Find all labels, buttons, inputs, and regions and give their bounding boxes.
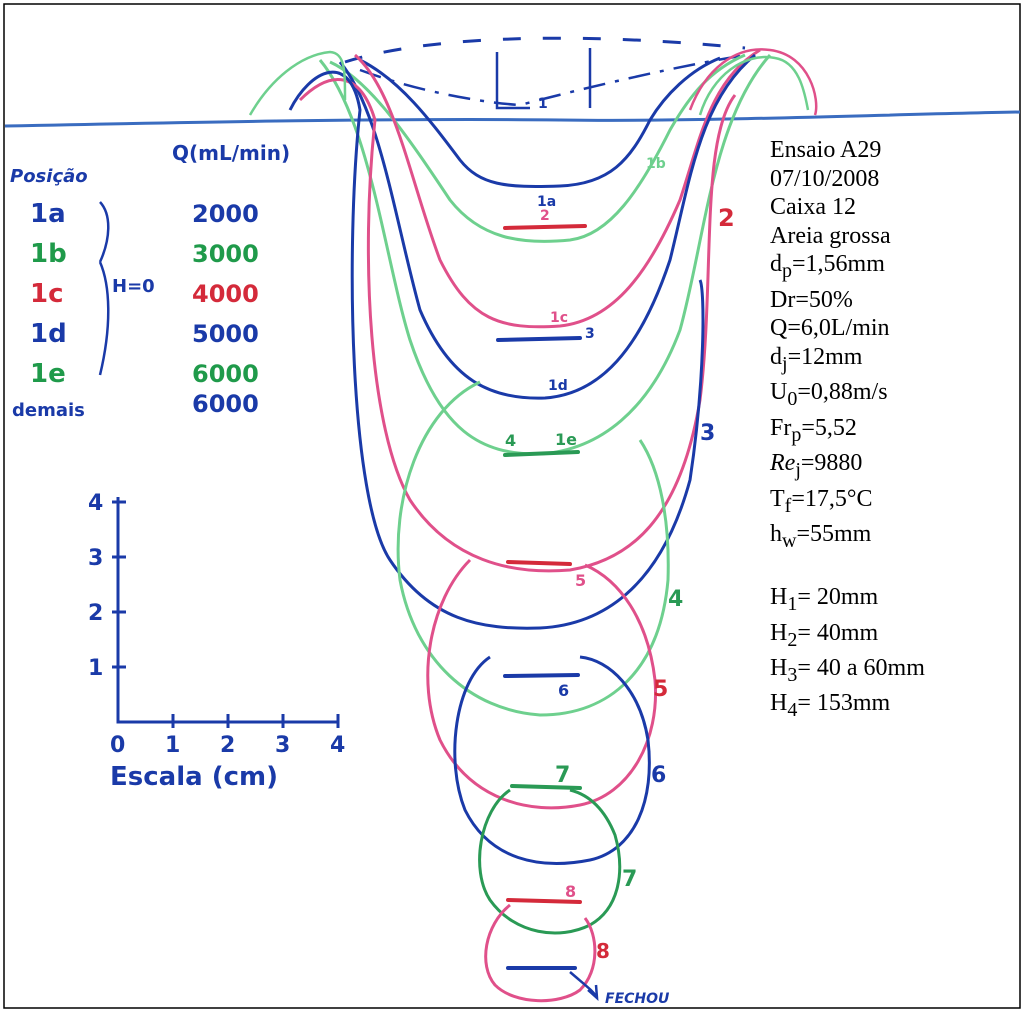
profile-outer-right-1 [688,48,818,116]
legend-position-1b: 1b [30,239,67,269]
info-rej: Rej=9880 [770,450,863,481]
label-2: 2 [540,208,550,224]
legend-header-q: Q(mL/min) [172,141,290,165]
legend-flow-1e: 6000 [192,360,259,388]
profile-1e [318,54,772,456]
mound-inner-dashed [359,54,741,107]
legend-position-1c: 1c [30,279,64,309]
info-material: Areia grossa [770,222,891,249]
end-arrow-head [587,984,599,1001]
info-tf: Tf=17,5°C [770,485,873,517]
label-1b: 1b [646,156,666,172]
scale-x-label: 3 [275,733,290,758]
label-1e: 1e [555,430,577,449]
mound-marks [495,48,592,110]
profile-4 [396,380,670,717]
label-2-right: 2 [718,204,735,232]
info-h4: H4= 153mm [770,690,891,722]
scale-bar: 1 2 3 4 0 1 2 3 4 Escala (cm) [88,491,345,792]
test-info: Ensaio A29 07/10/2008 Caixa 12 Areia gro… [770,136,1020,725]
bottom-marks [496,224,587,970]
profile-1b [329,53,746,243]
legend: Posição Q(mL/min) H=0 1a 2000 1b 3000 1c 4000… [10,141,290,421]
scale-axes [116,497,338,724]
legend-rows: 1a 2000 1b 3000 1c 4000 1d 5000 1e 6000 demais 6000 [12,199,259,421]
legend-flow-demais: 6000 [192,390,259,418]
scale-y-label: 2 [88,601,103,626]
info-gap [770,555,1020,583]
profile-8 [484,903,597,1003]
info-h1: H1= 20mm [770,584,879,616]
label-top-1: 1 [538,96,548,112]
mound-top-dashed [344,36,746,64]
legend-position-demais: demais [12,400,85,421]
info-u0: U0=0,88m/s [770,379,888,411]
info-test: Ensaio A29 [770,137,882,163]
label-4: 4 [505,431,516,450]
info-frp: Frp=5,52 [770,414,857,446]
curve-labels: 1a 1b 1c 1d 1e 2 2 3 3 4 4 5 5 6 6 7 7 8… [505,96,735,1007]
label-1a: 1a [537,194,556,210]
label-3-right: 3 [700,421,715,446]
page-border [3,3,1021,1009]
legend-flow-1c: 4000 [192,280,259,308]
info-h3: H3= 40 a 60mm [770,655,925,686]
info-dj: dj=12mm [770,343,863,375]
label-6: 6 [558,681,569,700]
label-7: 7 [555,763,570,788]
scale-x-label: 1 [165,733,180,758]
info-h2: H2= 40mm [770,619,879,651]
profile-2 [298,78,737,573]
profile-outer-right-2 [698,55,810,116]
label-4-right: 4 [668,587,683,612]
profile-1a [359,56,721,188]
legend-flow-1d: 5000 [192,320,259,348]
scale-y-label: 1 [88,656,103,681]
label-fechou: FECHOU [605,991,670,1007]
legend-position-1a: 1a [30,199,66,229]
profile-3 [288,70,705,630]
label-5-right: 5 [653,677,668,702]
info-hw: hw=55mm [770,520,872,552]
scale-x-label: 0 [110,733,125,758]
info-dp: dp=1,56mm [770,251,885,283]
scale-y-label: 3 [88,546,103,571]
profile-outer-left [248,50,347,116]
scale-y-label: 4 [88,491,103,516]
legend-brace [98,201,110,376]
legend-flow-1b: 3000 [192,240,259,268]
label-7-right: 7 [622,867,637,892]
scale-x-label: 2 [220,733,235,758]
label-3: 3 [585,326,595,342]
legend-h0: H=0 [112,276,155,297]
legend-flow-1a: 2000 [192,200,259,228]
profile-7 [478,788,622,935]
profile-5 [426,558,658,810]
profile-1d [338,53,756,400]
legend-position-1d: 1d [30,319,67,349]
scale-ticks: 1 2 3 4 0 1 2 3 4 [88,491,345,758]
scale-label: Escala (cm) [110,762,278,792]
info-box: Caixa 12 [770,194,856,221]
info-dr: Dr=50% [770,286,853,313]
scale-x-label: 4 [330,733,345,758]
label-8-right: 8 [596,939,610,963]
profile-1c [354,48,761,329]
profile-6 [453,655,651,865]
info-q: Q=6,0L/min [770,315,890,342]
legend-position-1e: 1e [30,359,66,389]
info-date: 07/10/2008 [770,165,880,192]
label-6-right: 6 [651,763,666,788]
legend-header-position: Posição [10,166,88,187]
label-1d: 1d [548,378,568,394]
label-5: 5 [575,571,586,590]
surface-line [4,110,1021,128]
label-1c: 1c [550,310,568,326]
label-8: 8 [565,882,576,901]
